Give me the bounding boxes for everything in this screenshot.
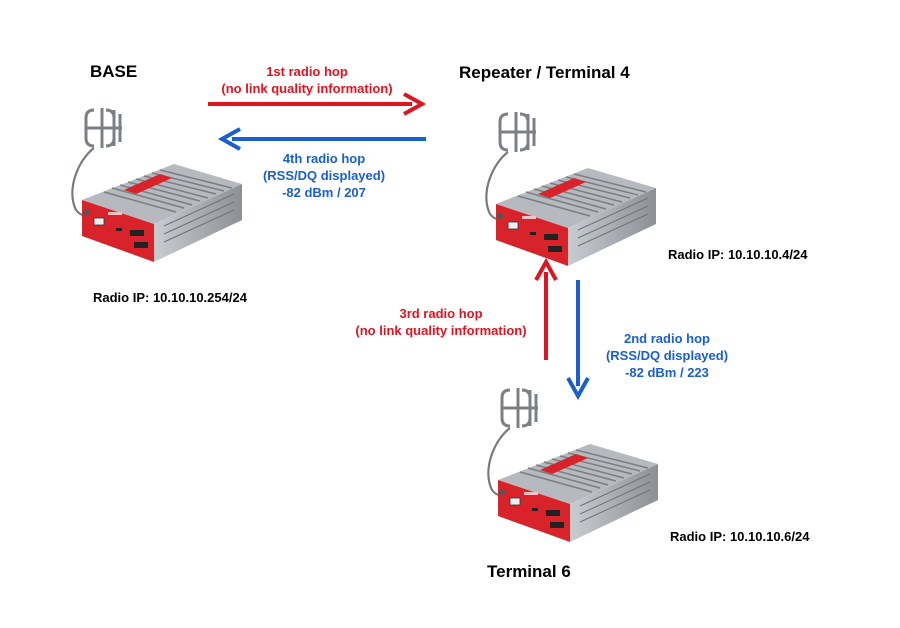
hop2-line3: -82 dBm / 223: [625, 365, 709, 380]
base-radio-device-image: [70, 106, 244, 264]
hop2-arrow: [566, 280, 590, 401]
hop1-arrow: [208, 92, 427, 116]
repeater-radio-device-image: [484, 110, 658, 268]
hop4-arrow: [217, 127, 426, 151]
hop3-arrow: [534, 257, 558, 360]
repeater-title: Repeater / Terminal 4: [459, 63, 630, 82]
hop3-line1: 3rd radio hop: [399, 306, 483, 321]
hop4-line3: -82 dBm / 207: [282, 185, 366, 200]
hop4-label: 4th radio hop (RSS/DQ displayed) -82 dBm…: [244, 150, 404, 201]
hop3-label: 3rd radio hop (no link quality informati…: [350, 305, 532, 339]
terminal6-radio-ip: Radio IP: 10.10.10.6/24: [670, 529, 810, 544]
hop2-line2: (RSS/DQ displayed): [605, 348, 729, 363]
terminal6-radio-device-image: [486, 386, 660, 544]
hop3-line2: (no link quality information): [355, 323, 527, 338]
hop4-line2: (RSS/DQ displayed): [262, 168, 386, 183]
terminal6-title: Terminal 6: [487, 562, 571, 581]
repeater-radio-ip: Radio IP: 10.10.10.4/24: [668, 247, 808, 262]
hop2-line1: 2nd radio hop: [624, 331, 710, 346]
hop1-line1: 1st radio hop: [266, 64, 348, 79]
hop2-label: 2nd radio hop (RSS/DQ displayed) -82 dBm…: [597, 330, 737, 381]
hop1-label: 1st radio hop (no link quality informati…: [212, 63, 402, 97]
hop1-line2: (no link quality information): [221, 81, 393, 96]
hop4-line1: 4th radio hop: [282, 151, 366, 166]
base-title: BASE: [90, 62, 138, 81]
base-radio-ip: Radio IP: 10.10.10.254/24: [93, 290, 247, 305]
